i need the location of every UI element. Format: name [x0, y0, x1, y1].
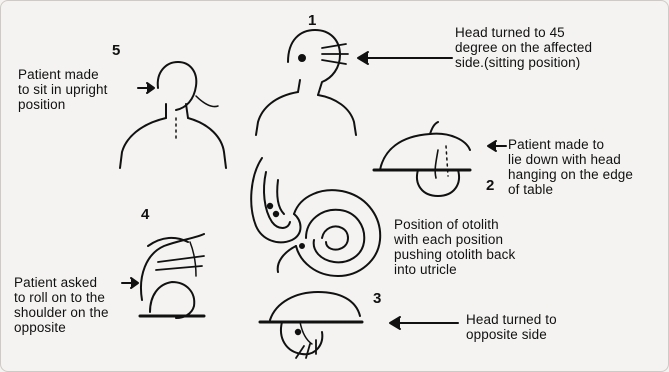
step-number-1: 1 [308, 12, 316, 29]
arrow-step-3 [390, 317, 458, 329]
figure-step-1 [256, 30, 356, 135]
arrow-step-4 [122, 278, 138, 288]
inner-ear-illustration [251, 158, 380, 276]
figure-step-2 [374, 122, 470, 196]
label-step-5: Patient made to sit in upright position [18, 67, 108, 112]
figure-step-4 [140, 234, 204, 318]
step-number-3: 3 [373, 290, 381, 307]
arrow-step-5 [138, 83, 154, 93]
step-number-4: 4 [141, 206, 149, 223]
center-caption: Position of otolith with each position p… [394, 217, 515, 277]
label-step-2: Patient made to lie down with head hangi… [508, 137, 633, 197]
arrow-step-2 [488, 141, 506, 151]
figure-step-5 [120, 62, 226, 168]
label-step-1: Head turned to 45 degree on the affected… [455, 25, 592, 70]
figure-step-3 [260, 292, 362, 358]
step-number-5: 5 [112, 42, 120, 59]
label-step-3: Head turned to opposite side [466, 312, 557, 342]
step-number-2: 2 [486, 177, 494, 194]
arrow-step-1 [358, 52, 452, 64]
label-step-4: Patient asked to roll on to the shoulder… [14, 275, 109, 335]
